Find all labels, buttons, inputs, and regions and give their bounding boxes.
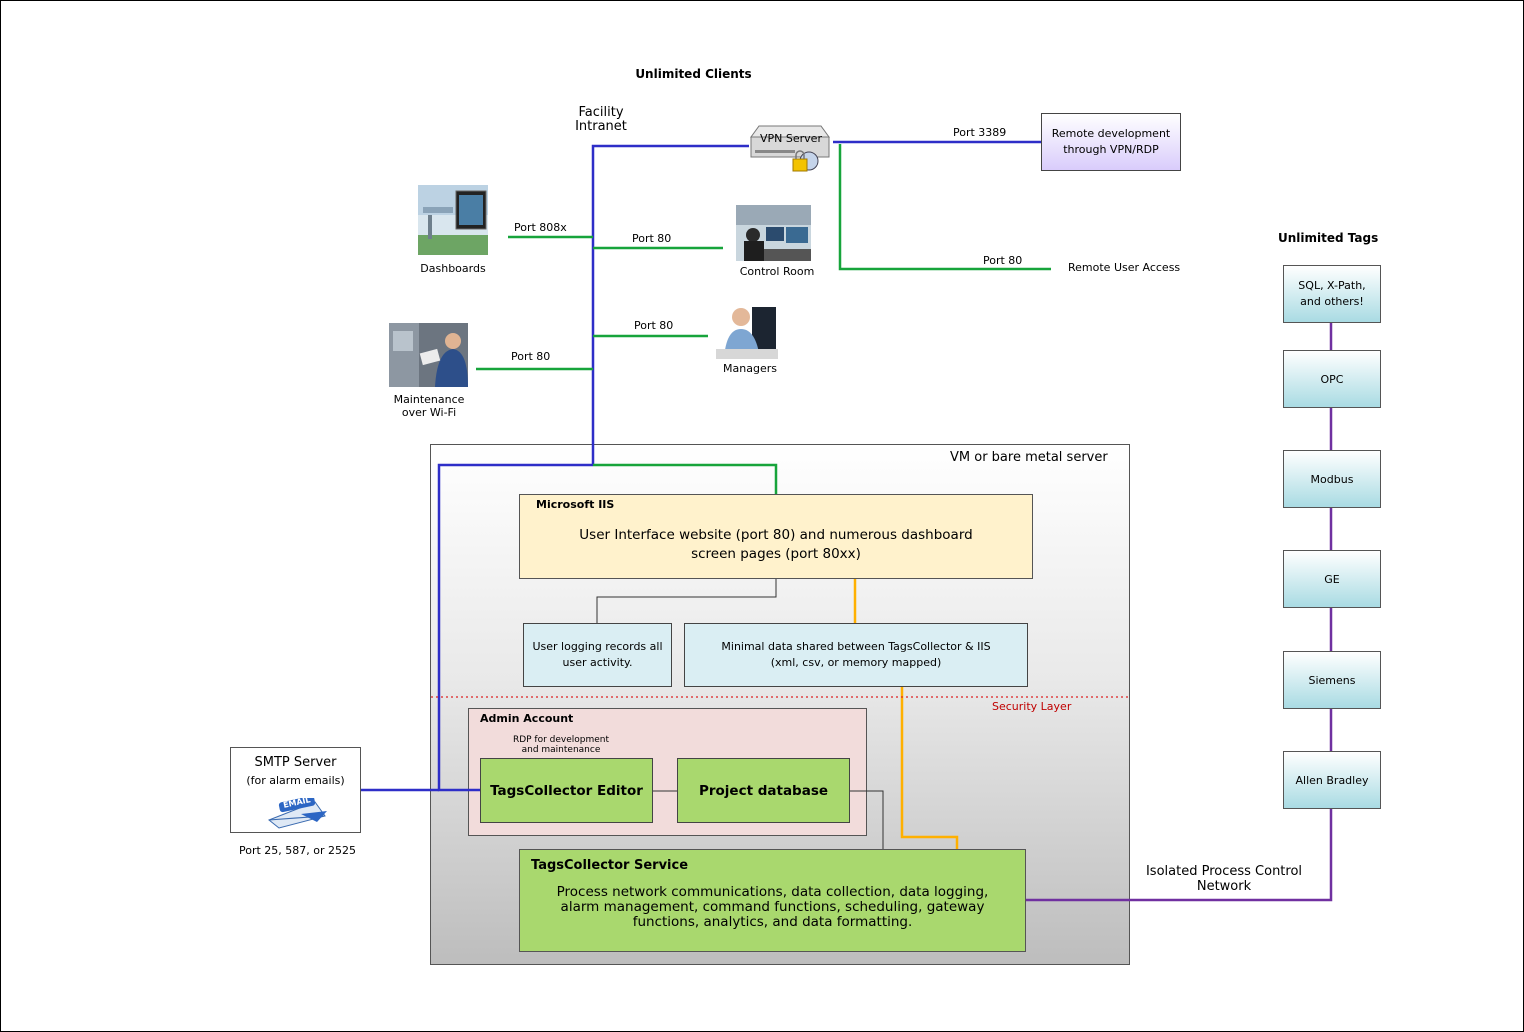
smtp-server-box: SMTP Server (for alarm emails) EMAIL <box>230 747 361 833</box>
remote-user-link <box>838 144 1051 271</box>
rdp-note: RDP for development and maintenance <box>512 735 610 755</box>
user-logging-box: User logging records all user activity. <box>523 623 672 687</box>
maintenance-image <box>389 323 468 387</box>
smtp-server-title: SMTP Server <box>254 755 337 770</box>
tag-sql-xpath-label: SQL, X-Path, and others! <box>1298 279 1366 308</box>
minimal-data-box: Minimal data shared between TagsCollecto… <box>684 623 1028 687</box>
dashboards-label: Dashboards <box>420 262 486 275</box>
tagscollector-service-description: Process network communications, data col… <box>556 884 989 930</box>
email-icon: EMAIL <box>265 795 329 830</box>
remote-development-box: Remote development through VPN/RDP <box>1041 113 1181 171</box>
tag-opc: OPC <box>1283 350 1381 408</box>
process-network-line <box>1026 808 1333 902</box>
managers-image <box>716 301 778 359</box>
remote-development-label: Remote development through VPN/RDP <box>1051 127 1171 156</box>
server-title: VM or bare metal server <box>950 450 1108 465</box>
logging-connector <box>596 579 777 623</box>
tag-ge-label: GE <box>1324 572 1340 586</box>
tag-allen-bradley: Allen Bradley <box>1283 751 1381 809</box>
iis-title: Microsoft IIS <box>536 498 615 511</box>
unlimited-tags-title: Unlimited Tags <box>1278 231 1379 245</box>
control-room-image <box>736 205 811 261</box>
smtp-server-subtitle: (for alarm emails) <box>246 774 345 787</box>
iis-description: User Interface website (port 80) and num… <box>579 527 973 562</box>
managers-port: Port 80 <box>634 319 674 332</box>
db-service-connector <box>850 790 884 849</box>
managers-label: Managers <box>723 362 777 375</box>
vpn-server-icon: VPN Server <box>749 123 833 173</box>
control-room-label: Control Room <box>739 265 815 278</box>
tag-siemens-label: Siemens <box>1308 673 1356 687</box>
vpn-server-label: VPN Server <box>760 132 822 145</box>
admin-account-title: Admin Account <box>480 712 574 725</box>
tag-ge: GE <box>1283 550 1381 608</box>
admin-blue-line <box>437 463 593 792</box>
dashboards-image <box>418 185 488 255</box>
isolated-network-label: Isolated Process Control Network <box>1145 864 1303 894</box>
remote-port-label: Port 80 <box>983 254 1023 267</box>
dashboards-port: Port 808x <box>514 221 567 234</box>
intranet-line <box>591 144 749 465</box>
tag-opc-label: OPC <box>1320 372 1344 386</box>
tag-modbus: Modbus <box>1283 450 1381 508</box>
unlimited-clients-title: Unlimited Clients <box>635 67 752 81</box>
control-room-port: Port 80 <box>632 232 672 245</box>
security-layer-label: Security Layer <box>992 700 1072 713</box>
project-database-label: Project database <box>698 782 829 799</box>
tagscollector-editor-box: TagsCollector Editor <box>480 758 653 823</box>
remote-user-access-label: Remote User Access <box>1068 261 1181 274</box>
iis-box: Microsoft IIS User Interface website (po… <box>519 494 1033 579</box>
tagscollector-editor-label: TagsCollector Editor <box>490 782 643 799</box>
iis-green-link <box>593 463 778 494</box>
tagscollector-service-title: TagsCollector Service <box>531 858 689 873</box>
tag-sql-xpath: SQL, X-Path, and others! <box>1283 265 1381 323</box>
tag-allen-bradley-label: Allen Bradley <box>1295 773 1369 787</box>
project-database-box: Project database <box>677 758 850 823</box>
minimal-data-label: Minimal data shared between TagsCollecto… <box>721 640 991 669</box>
facility-intranet-label: Facility Intranet <box>575 105 627 134</box>
smtp-ports-label: Port 25, 587, or 2525 <box>239 844 357 857</box>
data-service-orange <box>900 687 959 849</box>
user-logging-label: User logging records all user activity. <box>532 640 663 669</box>
tag-siemens: Siemens <box>1283 651 1381 709</box>
tagscollector-service-box: TagsCollector Service Process network co… <box>519 849 1026 952</box>
maintenance-port: Port 80 <box>511 350 551 363</box>
port-3389-label: Port 3389 <box>953 126 1007 139</box>
maintenance-label: Maintenance over Wi-Fi <box>393 393 465 419</box>
tag-modbus-label: Modbus <box>1310 472 1354 486</box>
